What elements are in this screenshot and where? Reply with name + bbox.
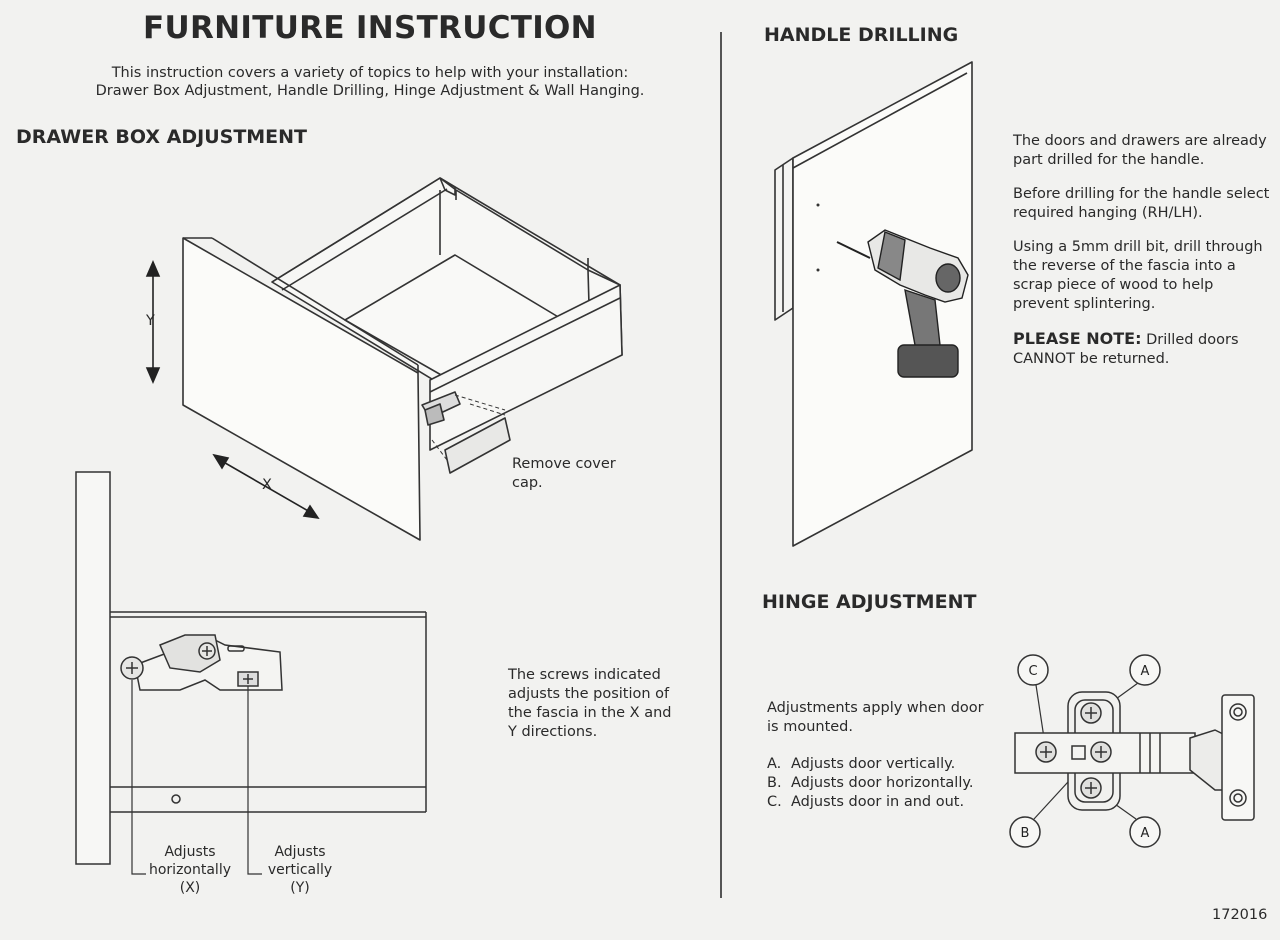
- list-item: C.Adjusts door in and out.: [767, 794, 965, 810]
- page-title: FURNITURE INSTRUCTION: [143, 10, 597, 46]
- handle-paragraph-2: Before drilling for the handle select re…: [1013, 186, 1270, 221]
- callout-b: B: [1021, 826, 1030, 841]
- handle-heading: HANDLE DRILLING: [764, 24, 959, 46]
- label-y: Y: [146, 313, 155, 329]
- runner-detail-illustration: [75, 471, 427, 875]
- drawer-box-illustration: [145, 177, 623, 541]
- handle-instructions: The doors and drawers are already part d…: [1013, 132, 1275, 384]
- product-code: 172016: [1212, 907, 1268, 923]
- screws-description: The screws indicated adjusts the positio…: [508, 667, 672, 740]
- label-x: X: [262, 477, 272, 493]
- note-label: PLEASE NOTE:: [1013, 329, 1142, 348]
- door-drill-illustration: [774, 61, 973, 547]
- handle-paragraph-1: The doors and drawers are already part d…: [1013, 133, 1267, 168]
- hinge-adjustment-list: A.Adjusts door vertically. B.Adjusts doo…: [767, 755, 973, 812]
- handle-note: PLEASE NOTE: Drilled doors CANNOT be ret…: [1013, 329, 1239, 367]
- cover-cap-label: Remove cover cap.: [512, 456, 616, 491]
- hinge-heading: HINGE ADJUSTMENT: [762, 591, 977, 613]
- callout-a-top: A: [1141, 664, 1150, 679]
- handle-paragraph-3: Using a 5mm drill bit, drill through the…: [1013, 239, 1263, 312]
- callout-a-bottom: A: [1141, 826, 1150, 841]
- adjusts-horizontally-label: Adjusts horizontally (X): [148, 844, 231, 896]
- page-divider: [720, 32, 722, 898]
- hinge-intro: Adjustments apply when door is mounted.: [767, 700, 984, 735]
- list-item: B.Adjusts door horizontally.: [767, 775, 974, 791]
- drawer-heading: DRAWER BOX ADJUSTMENT: [16, 126, 308, 148]
- intro-text: This instruction covers a variety of top…: [95, 65, 645, 99]
- callout-c: C: [1028, 664, 1037, 679]
- list-item: A.Adjusts door vertically.: [767, 756, 956, 772]
- adjusts-vertically-label: Adjusts vertically (Y): [267, 844, 333, 896]
